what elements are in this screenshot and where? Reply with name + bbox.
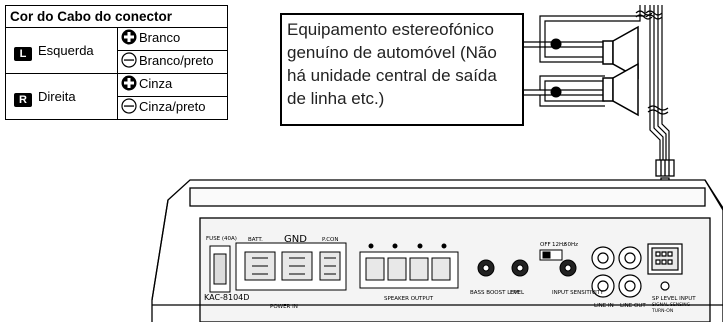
plus-icon xyxy=(121,29,137,50)
fuse-holder xyxy=(209,245,231,293)
left-channel-label: Esquerda xyxy=(38,42,94,58)
filter-switch xyxy=(539,249,563,261)
fuse-label: FUSE (40A) xyxy=(206,236,237,242)
table-row: Cinza/preto xyxy=(6,96,228,120)
junction-dot xyxy=(550,38,562,50)
table-title: Cor do Cabo do conector xyxy=(5,5,228,28)
callout-text: Equipamento estereofónico genuíno de aut… xyxy=(287,20,497,108)
right-positive-color: Cinza xyxy=(139,76,173,91)
line-in-label: LINE IN xyxy=(594,303,614,309)
bass-boost-knob xyxy=(477,259,495,277)
left-channel-icon: L xyxy=(14,46,32,61)
lower-wire-pair xyxy=(524,75,605,107)
wire-harness xyxy=(649,5,670,160)
gnd-label: GND xyxy=(284,234,307,245)
speaker-icon xyxy=(602,62,639,117)
power-terminals xyxy=(235,242,347,291)
table-row: R Direita Cinza xyxy=(5,73,228,120)
right-negative-color: Cinza/preto xyxy=(139,99,206,114)
input-sensitivity-label: INPUT SENSITIVITY xyxy=(552,290,604,296)
left-positive-color: Branco xyxy=(139,30,181,45)
switch-label-off: OFF xyxy=(540,242,551,248)
power-in-label: POWER IN xyxy=(270,304,298,310)
junction-dot xyxy=(550,86,562,98)
amp-labels: FUSE (40A) BATT. GND P.CON POWER IN SPEA… xyxy=(204,234,696,314)
minus-icon xyxy=(121,98,137,119)
right-channel-label: Direita xyxy=(38,88,76,104)
right-channel-cell: R Direita xyxy=(5,73,118,120)
connector-plug xyxy=(655,159,675,177)
minus-icon xyxy=(121,52,137,73)
upper-wire-pair xyxy=(524,5,646,63)
bass-boost-label: BASS BOOST LEVEL xyxy=(470,290,525,296)
plus-icon xyxy=(121,75,137,96)
table-header-row: Cor do Cabo do conector xyxy=(5,5,228,28)
batt-label: BATT. xyxy=(248,237,263,243)
right-negative-cell: Cinza/preto xyxy=(117,96,228,120)
left-negative-color: Branco/preto xyxy=(139,53,214,68)
connector-color-table: Cor do Cabo do conector L Esquerda Branco… xyxy=(5,5,228,120)
speaker-output-terminals xyxy=(359,243,459,289)
switch-label-12hz: 12Hz xyxy=(552,242,566,248)
rem-label: P.CON xyxy=(322,237,339,243)
input-sensitivity-knob xyxy=(559,259,577,277)
speaker-output-label: SPEAKER OUTPUT xyxy=(384,296,434,302)
lpf-knob xyxy=(511,259,529,277)
right-channel-icon: R xyxy=(14,92,32,107)
turn-on-label: TURN-ON xyxy=(651,308,673,314)
lpf-label: LPF xyxy=(510,290,520,296)
rca-jacks xyxy=(591,246,642,298)
sp-level-input-socket xyxy=(647,243,683,291)
signal-sensing-label: SIGNAL SENSING xyxy=(652,302,691,308)
model-label: KAC-8104D xyxy=(204,293,249,302)
sp-level-input-label: SP LEVEL INPUT xyxy=(652,296,696,302)
break-mark-icon xyxy=(635,10,669,115)
speaker-icon xyxy=(602,25,639,80)
line-out-label: LINE OUT xyxy=(620,303,646,309)
stereo-equipment-callout: Equipamento estereofónico genuíno de aut… xyxy=(280,13,524,126)
switch-label-50hz: 50Hz xyxy=(564,242,578,248)
